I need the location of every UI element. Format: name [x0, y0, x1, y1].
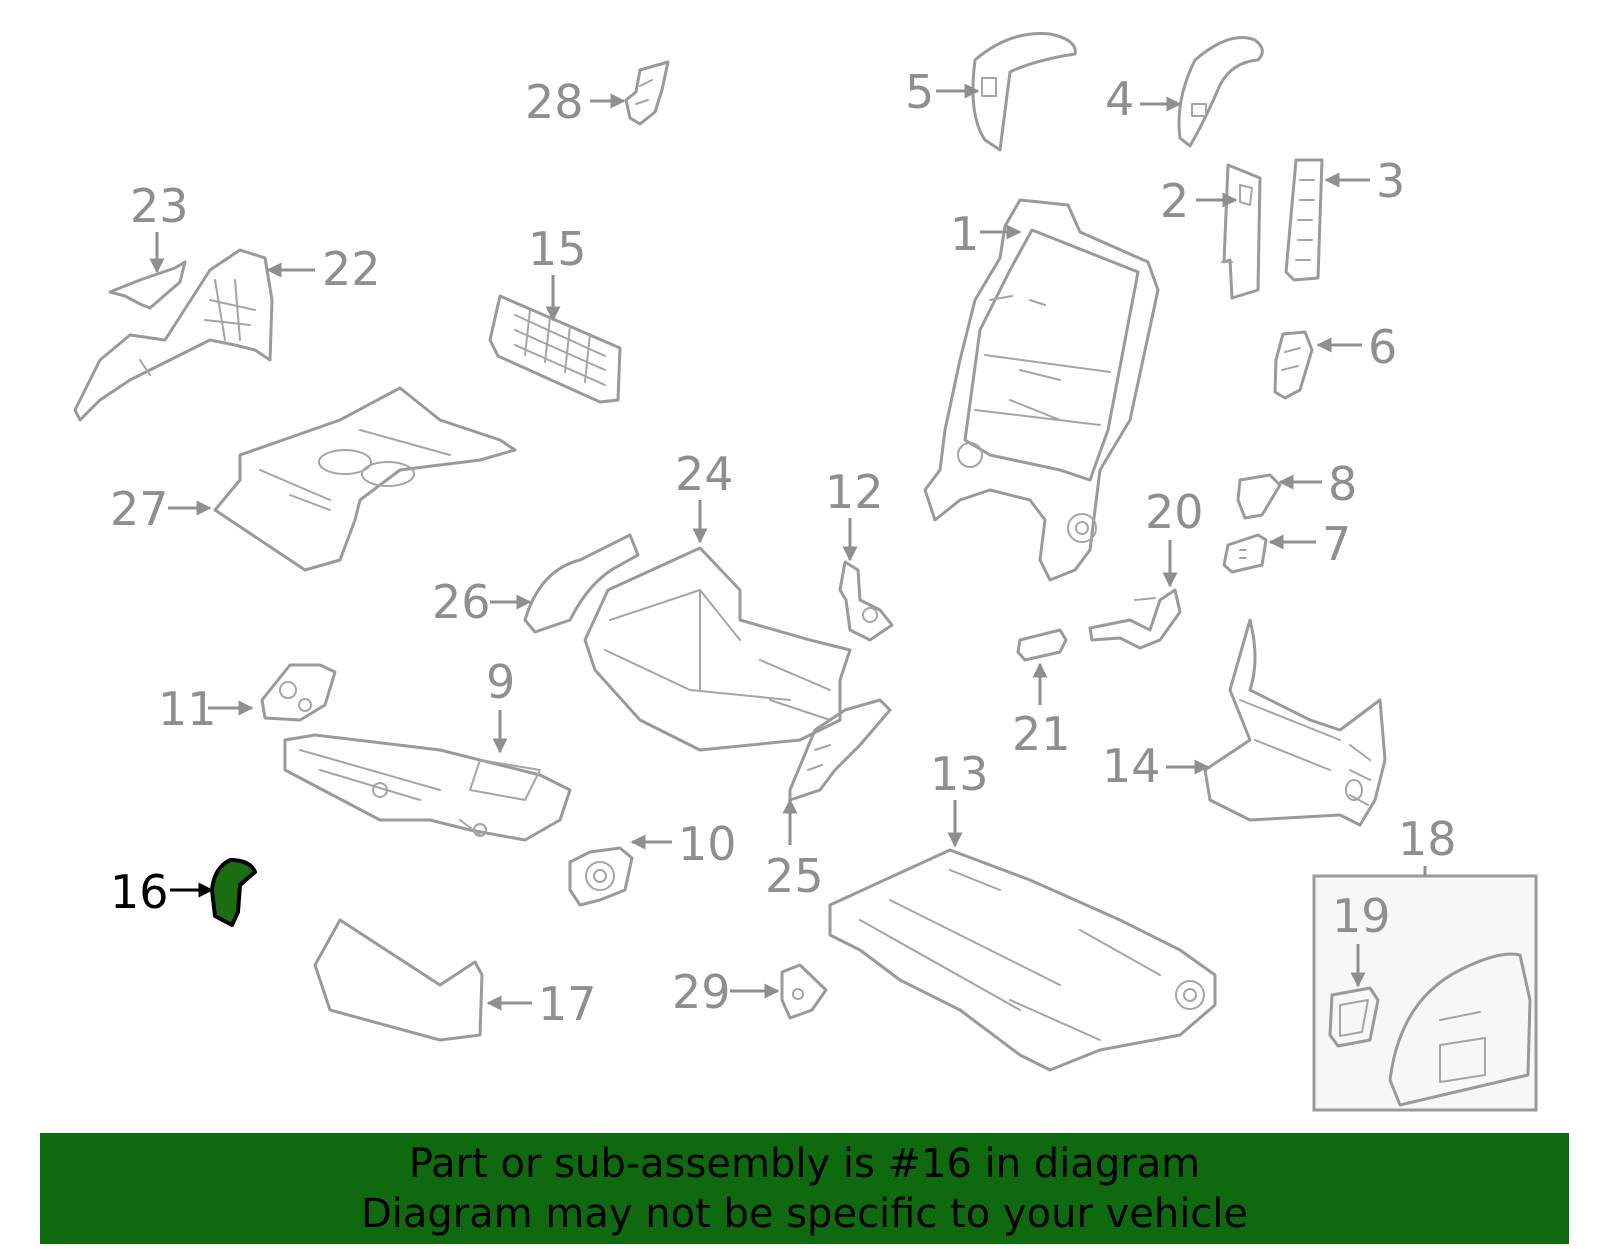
part-12-motor[interactable]: [838, 560, 894, 642]
part-18-seatback-cover[interactable]: [1388, 952, 1532, 1107]
callout-17-label: 17: [538, 977, 597, 1031]
callout-7-label: 7: [1322, 517, 1351, 571]
callout-23: 23: [130, 179, 189, 274]
part-24-cushion-pan[interactable]: [583, 546, 852, 752]
callout-24-label: 24: [675, 447, 734, 501]
callout-28-label: 28: [525, 75, 584, 129]
part-11-bracket[interactable]: [260, 663, 337, 722]
part-5-side-shield[interactable]: [971, 32, 1077, 152]
callout-26: 26: [432, 575, 532, 629]
part-13-seat-track[interactable]: [828, 848, 1217, 1072]
part-14-shield[interactable]: [1203, 618, 1387, 827]
callout-13: 13: [930, 747, 989, 848]
part-22-shield[interactable]: [73, 248, 274, 422]
callout-19: 19: [1332, 889, 1391, 988]
callout-7: 7: [1268, 517, 1351, 571]
banner-line-disclaimer: Diagram may not be specific to your vehi…: [360, 1191, 1249, 1237]
callout-15-label: 15: [528, 222, 587, 276]
callout-14: 14: [1102, 739, 1210, 793]
callout-4-label: 4: [1105, 72, 1134, 126]
part-26-trim[interactable]: [523, 533, 640, 634]
callout-10-label: 10: [678, 817, 737, 871]
part-7-plate[interactable]: [1222, 533, 1268, 574]
callout-5-label: 5: [905, 65, 934, 119]
callout-6: 6: [1316, 320, 1397, 374]
part-9-tray[interactable]: [283, 733, 572, 842]
callout-28: 28: [525, 75, 626, 129]
part-6-switch[interactable]: [1273, 330, 1314, 400]
callout-15: 15: [528, 222, 587, 322]
part-3-rail[interactable]: [1284, 158, 1324, 282]
part-19-switch-module[interactable]: [1328, 986, 1380, 1048]
callout-21: 21: [1012, 662, 1071, 761]
callout-23-label: 23: [130, 179, 189, 233]
callout-3-label: 3: [1376, 154, 1405, 208]
callout-16: 16: [110, 865, 214, 919]
callout-1: 1: [950, 207, 1022, 261]
inset-box-18: 18: [1312, 812, 1538, 1112]
callout-12-label: 12: [825, 465, 884, 519]
callout-12: 12: [825, 465, 884, 562]
part-16-highlighted[interactable]: [210, 858, 257, 927]
part-2-bracket[interactable]: [1221, 163, 1262, 300]
callout-27-label: 27: [110, 482, 169, 536]
part-20-lever[interactable]: [1088, 588, 1182, 650]
callout-5: 5: [905, 65, 980, 119]
part-4-side-shield[interactable]: [1177, 36, 1264, 148]
callout-10: 10: [630, 817, 737, 871]
callout-22: 22: [266, 242, 381, 296]
callout-4: 4: [1105, 72, 1182, 126]
callout-25-label: 25: [765, 849, 824, 903]
callout-17: 17: [486, 977, 597, 1031]
callout-11-label: 11: [158, 682, 217, 736]
callout-14-label: 14: [1102, 739, 1161, 793]
info-banner: Part or sub-assembly is #16 in diagram D…: [40, 1133, 1569, 1244]
callout-20: 20: [1145, 485, 1204, 588]
callout-16-label: 16: [110, 865, 169, 919]
callout-22-label: 22: [322, 242, 381, 296]
part-10-motor[interactable]: [568, 846, 634, 907]
callout-11: 11: [158, 682, 254, 736]
part-25-shield[interactable]: [788, 698, 892, 802]
callout-24: 24: [675, 447, 734, 544]
part-21-handle[interactable]: [1016, 628, 1068, 662]
callout-1-label: 1: [950, 207, 979, 261]
callout-26-label: 26: [432, 575, 491, 629]
part-1-seatback-frame[interactable]: [923, 198, 1160, 582]
callout-8-label: 8: [1328, 457, 1357, 511]
callout-2: 2: [1160, 174, 1238, 228]
callout-2-label: 2: [1160, 174, 1189, 228]
part-28-bracket[interactable]: [624, 60, 670, 126]
callout-9: 9: [486, 655, 515, 754]
callout-27: 27: [110, 482, 212, 536]
part-27-console-tray[interactable]: [213, 386, 517, 572]
part-15-panel[interactable]: [488, 294, 622, 404]
callout-25: 25: [765, 798, 824, 903]
callout-3: 3: [1324, 154, 1405, 208]
part-17-cover[interactable]: [313, 918, 484, 1042]
part-8-bracket[interactable]: [1236, 473, 1282, 520]
callout-18-label: 18: [1398, 812, 1457, 866]
part-23-cover[interactable]: [108, 260, 187, 310]
callout-8: 8: [1278, 457, 1357, 511]
callout-6-label: 6: [1368, 320, 1397, 374]
callout-29-label: 29: [672, 965, 731, 1019]
banner-line-part-number: Part or sub-assembly is #16 in diagram: [408, 1141, 1201, 1187]
part-29-bracket[interactable]: [780, 963, 828, 1020]
callout-20-label: 20: [1145, 485, 1204, 539]
callout-19-label: 19: [1332, 889, 1391, 943]
callout-9-label: 9: [486, 655, 515, 709]
callout-21-label: 21: [1012, 707, 1071, 761]
callout-13-label: 13: [930, 747, 989, 801]
callout-29: 29: [672, 965, 780, 1019]
